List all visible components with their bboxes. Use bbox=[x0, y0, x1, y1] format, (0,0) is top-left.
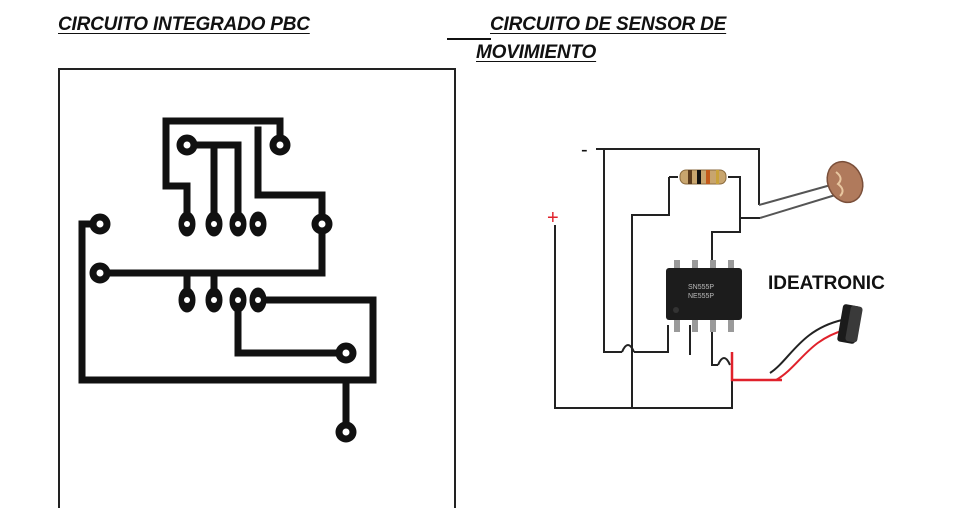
wire-jump bbox=[717, 357, 731, 366]
pcb-trace bbox=[96, 220, 326, 277]
pcb-pad-hole bbox=[235, 221, 241, 227]
ldr-leads bbox=[758, 182, 843, 219]
circuit-title-line1: CIRCUITO DE SENSOR DE bbox=[490, 14, 727, 35]
resistor-band bbox=[697, 170, 701, 184]
brand-label: IDEATRONIC bbox=[768, 273, 885, 294]
pcb-pad-hole bbox=[342, 428, 350, 436]
pcb-pad-hole bbox=[276, 141, 284, 149]
positive-wire bbox=[730, 352, 782, 382]
pcb-trace bbox=[183, 141, 242, 228]
wire bbox=[711, 325, 718, 366]
pcb-pad-hole bbox=[211, 297, 217, 303]
wire bbox=[634, 325, 669, 353]
chip-label-2: NE555P bbox=[688, 293, 714, 300]
pcb-pad-hole bbox=[96, 269, 104, 277]
chip-body bbox=[666, 268, 742, 320]
pcb-pad-hole bbox=[184, 221, 190, 227]
pcb-pad-hole bbox=[255, 221, 261, 227]
pcb-pad-hole bbox=[96, 220, 104, 228]
resistor-band bbox=[716, 170, 719, 184]
pcb-traces bbox=[78, 117, 377, 436]
pcb-pad-hole bbox=[318, 220, 326, 228]
ldr-lead bbox=[759, 192, 843, 219]
resistor-body bbox=[679, 169, 727, 185]
resistor-band bbox=[688, 170, 692, 184]
pcb-pad-hole bbox=[211, 221, 217, 227]
chip-dot bbox=[673, 307, 679, 313]
wire bbox=[596, 148, 760, 205]
buzzer-face bbox=[845, 305, 863, 343]
buzzer-lead bbox=[769, 319, 843, 374]
pcb-trace bbox=[234, 296, 350, 357]
pcb-pad-hole bbox=[235, 297, 241, 303]
ic-555-chip: SN555P NE555P bbox=[666, 260, 742, 332]
ldr-sensor bbox=[826, 160, 864, 204]
resistor-band bbox=[706, 170, 710, 184]
wire bbox=[711, 176, 741, 270]
minus-sign: - bbox=[581, 139, 588, 161]
pcb-title: CIRCUITO INTEGRADO PBC bbox=[58, 14, 310, 35]
circuit-wires bbox=[554, 148, 760, 409]
chip-pins-top bbox=[674, 260, 734, 272]
pcb-pads bbox=[89, 134, 357, 443]
pcb-pad-hole bbox=[342, 349, 350, 357]
wire bbox=[603, 149, 622, 353]
ldr-track bbox=[835, 171, 844, 197]
buzzer-lead bbox=[775, 329, 846, 381]
pcb-pad-hole bbox=[183, 141, 191, 149]
pcb-trace bbox=[78, 220, 377, 384]
wire bbox=[631, 177, 670, 408]
wire bbox=[554, 225, 733, 409]
chip-label-1: SN555P bbox=[688, 284, 714, 291]
chip-pins-bottom bbox=[674, 318, 734, 332]
title-lead-line bbox=[447, 38, 491, 40]
pcb-pad-hole bbox=[184, 297, 190, 303]
ldr-body bbox=[826, 160, 864, 204]
pcb-frame bbox=[58, 68, 456, 508]
plus-sign: + bbox=[547, 207, 559, 229]
pcb-trace bbox=[162, 117, 284, 228]
buzzer bbox=[837, 304, 863, 344]
circuit-title-line2: MOVIMIENTO bbox=[476, 42, 597, 63]
pcb-pad-hole bbox=[255, 297, 261, 303]
ldr-lead bbox=[758, 182, 839, 206]
pcb-trace bbox=[254, 126, 326, 228]
resistor bbox=[679, 169, 727, 185]
